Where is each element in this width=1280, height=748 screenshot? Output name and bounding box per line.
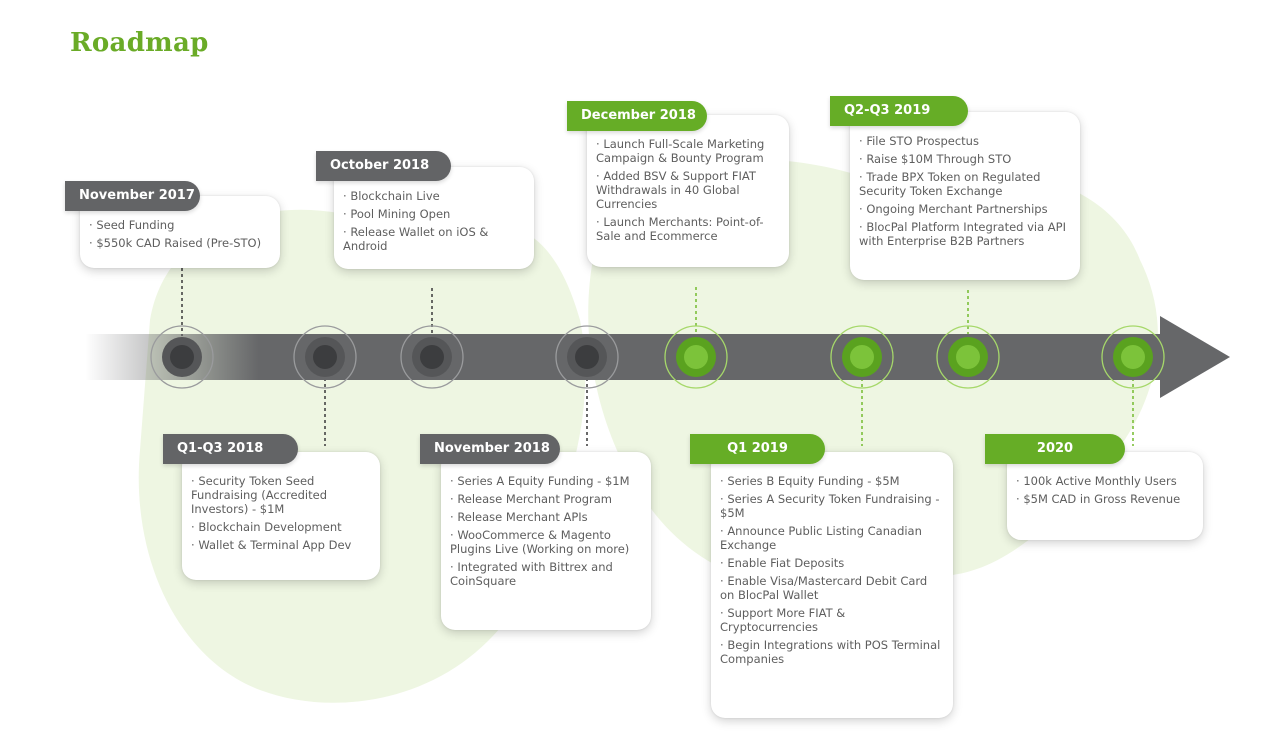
milestone-2020-items: 100k Active Monthly Users $5M CAD in Gros… <box>1016 474 1193 506</box>
milestone-oct-2018-marker <box>400 325 464 389</box>
marker-dot <box>170 345 194 369</box>
list-item: Seed Funding <box>89 218 270 232</box>
milestone-q1-q3-2018-tag: Q1-Q3 2018 <box>163 434 298 464</box>
list-item: Release Merchant APIs <box>450 510 641 524</box>
milestone-dec-2018-marker <box>664 325 728 389</box>
milestone-q1-q3-2018-marker <box>293 325 357 389</box>
milestone-nov-2018-items: Series A Equity Funding - $1M Release Mer… <box>450 474 641 588</box>
list-item: Series A Security Token Fundraising - $5… <box>720 492 943 520</box>
list-item: BlocPal Platform Integrated via API with… <box>859 220 1070 248</box>
marker-dot <box>684 345 708 369</box>
milestone-nov-2018-tag: November 2018 <box>420 434 560 464</box>
list-item: File STO Prospectus <box>859 134 1070 148</box>
list-item: Enable Visa/Mastercard Debit Card on Blo… <box>720 574 943 602</box>
milestone-q2-q3-2019-marker <box>936 325 1000 389</box>
milestone-2020-tag: 2020 <box>985 434 1125 464</box>
milestone-nov-2018-card: Series A Equity Funding - $1M Release Mer… <box>441 452 651 630</box>
milestone-oct-2018-card: Blockchain LivePool Mining OpenRelease W… <box>334 167 534 269</box>
marker-dot <box>575 345 599 369</box>
marker-ring <box>664 325 728 389</box>
marker-ring <box>293 325 357 389</box>
marker-dot <box>850 345 874 369</box>
milestone-q2-q3-2019-items: File STO ProspectusRaise $10M Through ST… <box>859 134 1070 248</box>
milestone-q2-q3-2019-card: File STO ProspectusRaise $10M Through ST… <box>850 112 1080 280</box>
list-item: Support More FIAT & Cryptocurrencies <box>720 606 943 634</box>
timeline-arrowhead <box>1160 316 1230 398</box>
list-item: Series B Equity Funding - $5M <box>720 474 943 488</box>
milestone-oct-2018-tag: October 2018 <box>316 151 451 181</box>
timeline-bar <box>85 334 1170 380</box>
list-item: Raise $10M Through STO <box>859 152 1070 166</box>
milestone-q2-q3-2019-tag: Q2-Q3 2019 <box>830 96 968 126</box>
list-item: Blockchain Development <box>191 520 370 534</box>
milestone-q1-2019-items: Series B Equity Funding - $5M Series A Se… <box>720 474 943 666</box>
list-item: Added BSV & Support FIAT Withdrawals in … <box>596 169 779 211</box>
marker-ring <box>555 325 619 389</box>
marker-dot <box>956 345 980 369</box>
list-item: Ongoing Merchant Partnerships <box>859 202 1070 216</box>
list-item: WooCommerce & Magento Plugins Live (Work… <box>450 528 641 556</box>
milestone-dec-2018-items: Launch Full-Scale Marketing Campaign & B… <box>596 137 779 243</box>
milestone-nov-2017-tag: November 2017 <box>65 181 200 211</box>
milestone-oct-2018-items: Blockchain LivePool Mining OpenRelease W… <box>343 189 524 253</box>
milestone-q1-2019-card: Series B Equity Funding - $5M Series A Se… <box>711 452 953 718</box>
marker-dot <box>420 345 444 369</box>
marker-ring <box>1101 325 1165 389</box>
marker-ring <box>400 325 464 389</box>
milestone-nov-2017-marker <box>150 325 214 389</box>
list-item: Integrated with Bittrex and CoinSquare <box>450 560 641 588</box>
list-item: Security Token Seed Fundraising (Accredi… <box>191 474 370 516</box>
milestone-q1-q3-2018-items: Security Token Seed Fundraising (Accredi… <box>191 474 370 552</box>
list-item: Series A Equity Funding - $1M <box>450 474 641 488</box>
list-item: Launch Merchants: Point-of-Sale and Ecom… <box>596 215 779 243</box>
milestone-2020-card: 100k Active Monthly Users $5M CAD in Gros… <box>1007 452 1203 540</box>
list-item: $550k CAD Raised (Pre-STO) <box>89 236 270 250</box>
milestone-nov-2017-items: Seed Funding $550k CAD Raised (Pre-STO) <box>89 218 270 250</box>
marker-ring <box>830 325 894 389</box>
list-item: $5M CAD in Gross Revenue <box>1016 492 1193 506</box>
marker-ring <box>150 325 214 389</box>
list-item: Pool Mining Open <box>343 207 524 221</box>
list-item: Wallet & Terminal App Dev <box>191 538 370 552</box>
marker-dot <box>313 345 337 369</box>
page-title: Roadmap <box>70 28 209 58</box>
milestone-q1-2019-marker <box>830 325 894 389</box>
milestone-dec-2018-card: Launch Full-Scale Marketing Campaign & B… <box>587 115 789 267</box>
list-item: 100k Active Monthly Users <box>1016 474 1193 488</box>
marker-ring <box>936 325 1000 389</box>
list-item: Blockchain Live <box>343 189 524 203</box>
list-item: Enable Fiat Deposits <box>720 556 943 570</box>
milestone-q1-2019-tag: Q1 2019 <box>690 434 825 464</box>
list-item: Release Merchant Program <box>450 492 641 506</box>
list-item: Announce Public Listing Canadian Exchang… <box>720 524 943 552</box>
list-item: Release Wallet on iOS & Android <box>343 225 524 253</box>
list-item: Launch Full-Scale Marketing Campaign & B… <box>596 137 779 165</box>
milestone-nov-2018-marker <box>555 325 619 389</box>
marker-dot <box>1121 345 1145 369</box>
milestone-dec-2018-tag: December 2018 <box>567 101 707 131</box>
milestone-q1-q3-2018-card: Security Token Seed Fundraising (Accredi… <box>182 452 380 580</box>
list-item: Trade BPX Token on Regulated Security To… <box>859 170 1070 198</box>
milestone-2020-marker <box>1101 325 1165 389</box>
list-item: Begin Integrations with POS Terminal Com… <box>720 638 943 666</box>
